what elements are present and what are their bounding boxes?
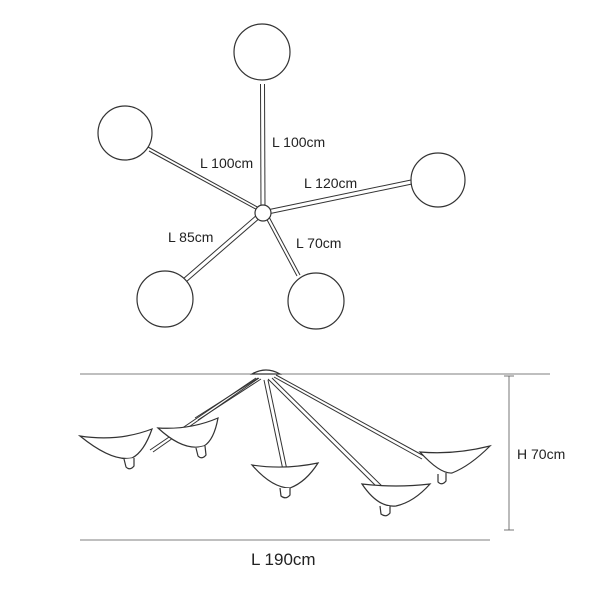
side-view: H 70cm L 190cm [77, 369, 565, 569]
width-label: L 190cm [251, 550, 316, 569]
shade-5 [418, 444, 492, 485]
globe-right [410, 152, 466, 208]
arm-right [266, 179, 413, 215]
shade-3 [250, 462, 320, 499]
height-label: H 70cm [517, 446, 565, 462]
center-hub [254, 204, 272, 222]
label-arm-top: L 100cm [272, 134, 325, 150]
height-dimension [504, 375, 514, 531]
arm-lower-left [182, 213, 262, 283]
globe-top [233, 23, 291, 81]
label-arm-right: L 120cm [304, 175, 357, 191]
shade-2 [156, 417, 219, 459]
ceiling-canopy [249, 369, 283, 375]
arm-top [260, 83, 266, 211]
arm-lower-right [264, 214, 301, 277]
label-arm-upper-left: L 100cm [200, 155, 253, 171]
label-arm-lower-left: L 85cm [168, 229, 213, 245]
globe-lower-right [287, 272, 345, 330]
label-arm-lower-right: L 70cm [296, 235, 341, 251]
shade-4 [360, 483, 432, 517]
top-view: L 100cm L 100cm L 120cm L 85cm L 70cm [97, 23, 466, 330]
arm-upper-left [147, 146, 264, 214]
side-arms [149, 374, 425, 490]
globe-lower-left [136, 270, 194, 328]
shade-1 [77, 427, 153, 470]
globe-upper-left [97, 105, 153, 161]
